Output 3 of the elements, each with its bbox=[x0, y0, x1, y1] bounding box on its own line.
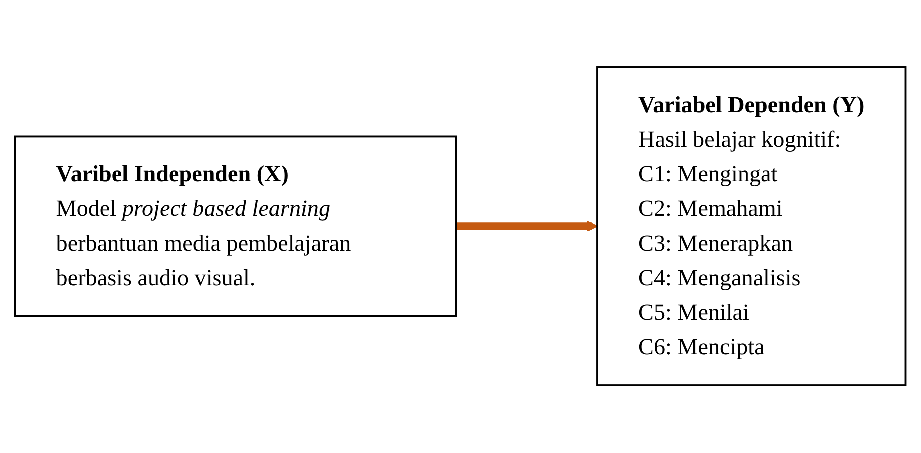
arrow bbox=[456, 220, 598, 232]
node-box: Variabel Dependen (Y) Hasil belajar kognitif: C1: Mengingat C2: Memahami C3: Menerapkan C4: Menganalisis C5: Menilai C6: Mencipta bbox=[596, 66, 907, 386]
node-box: Varibel Independen (X) Model project based learning berbantuan media pembelajaran berbasis audio visual. bbox=[14, 136, 458, 318]
